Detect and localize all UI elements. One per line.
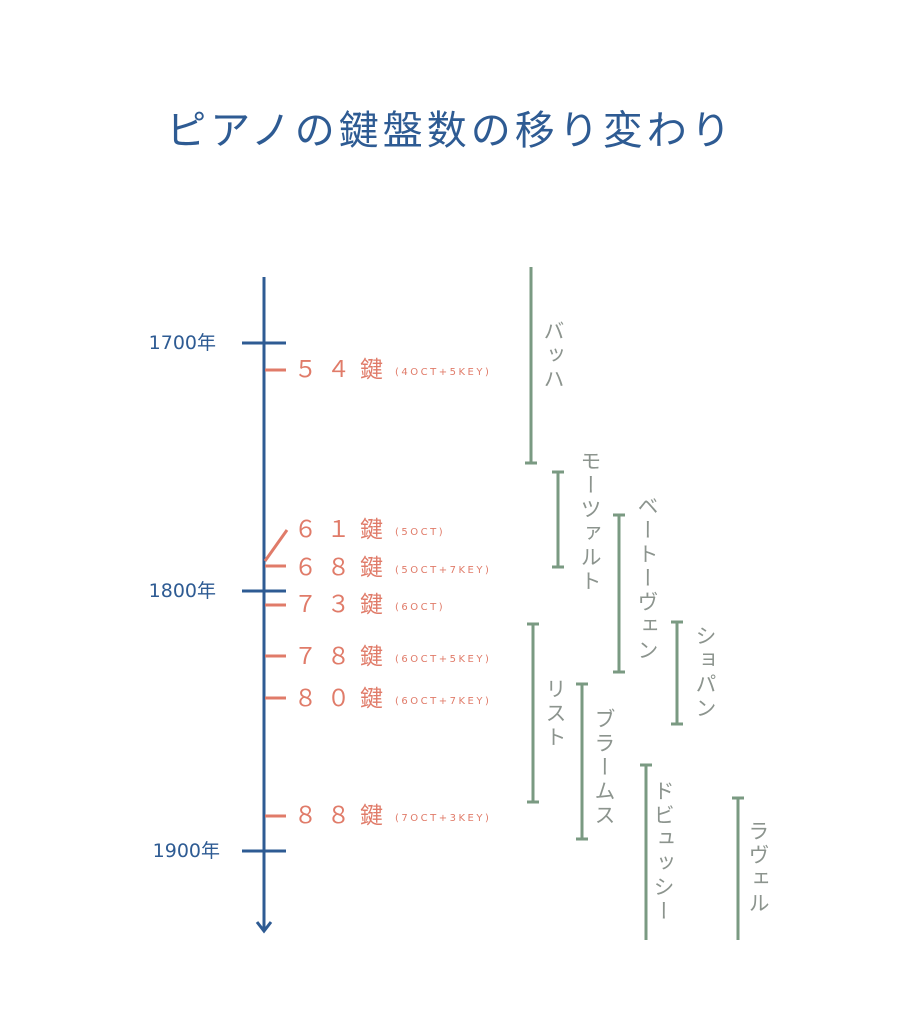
composer-beethoven: ベートーヴェン: [635, 495, 659, 663]
key-label-78: ７８鍵(6OCT+5KEY): [294, 644, 492, 670]
key-tick-61: [263, 529, 289, 562]
page-title: ピアノの鍵盤数の移り変わり: [166, 108, 735, 154]
bar-beethoven: [613, 513, 625, 674]
composer-brahms: ブラームス: [592, 708, 616, 828]
bar-brahms: [576, 682, 588, 841]
bar-liszt: [527, 622, 539, 804]
key-label-73: ７３鍵(6OCT): [294, 592, 446, 618]
key-label-88: ８８鍵(7OCT+3KEY): [294, 803, 492, 829]
key-label-54: ５４鍵(4OCT+5KEY): [294, 357, 492, 383]
composer-liszt: リスト: [543, 678, 567, 750]
year-label-1900: 1900年: [152, 840, 220, 862]
year-label-1700: 1700年: [148, 332, 216, 354]
bar-ravel: [732, 796, 744, 940]
key-ticks: [263, 368, 289, 818]
composer-debussy: ドビュッシー: [651, 780, 675, 924]
bar-bach: [525, 267, 537, 465]
bar-mozart: [552, 470, 564, 569]
bar-chopin: [671, 620, 683, 726]
composer-chopin: ショパン: [693, 625, 717, 721]
key-label-68: ６８鍵(5OCT+7KEY): [294, 555, 492, 581]
bar-debussy: [640, 763, 652, 940]
composer-mozart: モーツァルト: [578, 450, 602, 594]
composer-ravel: ラヴェル: [746, 820, 770, 916]
year-label-1800: 1800年: [148, 580, 216, 602]
axis-arrow-icon: [255, 921, 273, 934]
composer-bach: バッハ: [541, 320, 565, 392]
composer-bars: [525, 267, 744, 940]
key-label-80: ８０鍵(6OCT+7KEY): [294, 686, 492, 712]
timeline-axis: [242, 277, 286, 934]
key-label-61: ６１鍵(5OCT): [294, 517, 446, 543]
